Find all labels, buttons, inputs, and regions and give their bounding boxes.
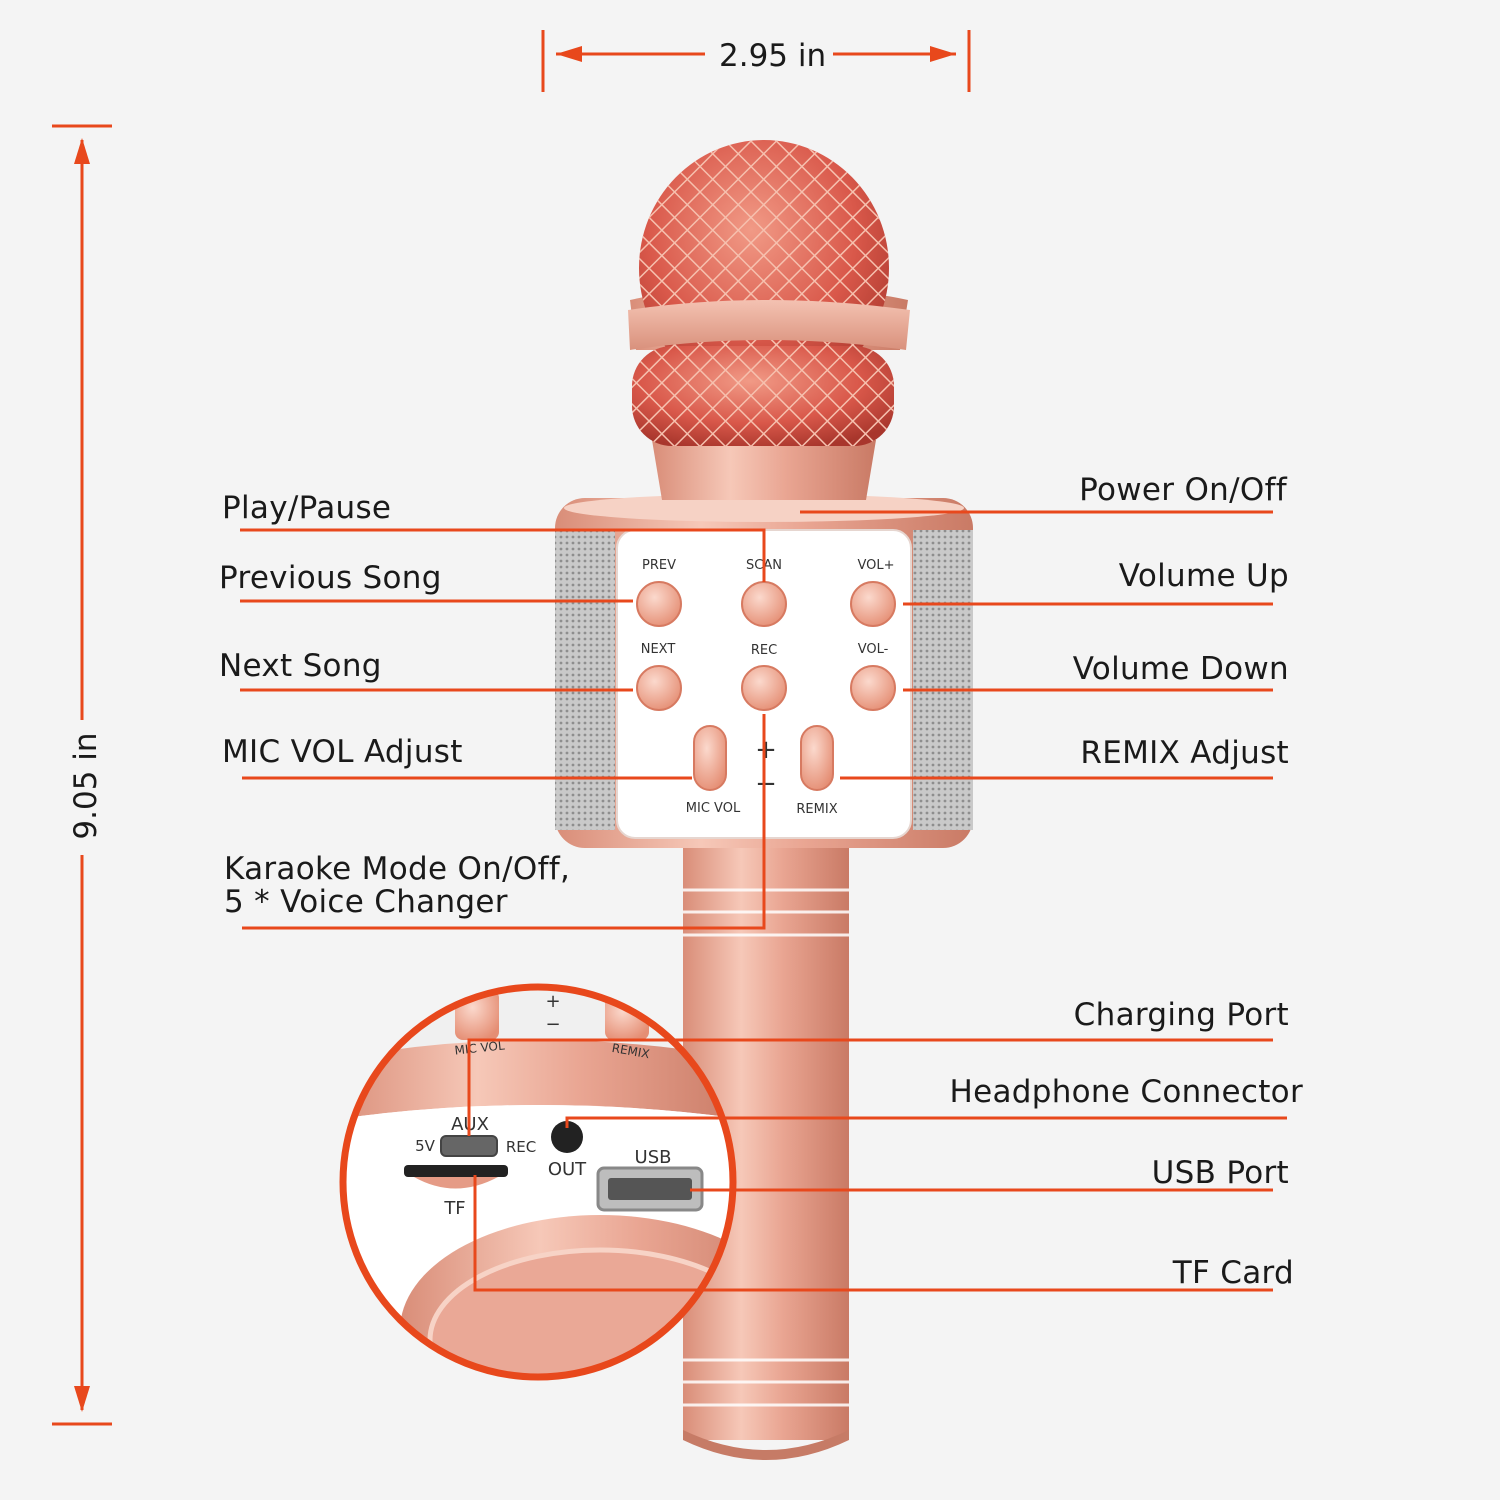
- callout-usb-port: USB Port: [1151, 1155, 1289, 1191]
- inset-rec-label: REC: [506, 1138, 536, 1156]
- rec-label: REC: [751, 643, 777, 658]
- tf-label: TF: [443, 1198, 465, 1219]
- minus-label: −: [755, 769, 777, 799]
- callout-volume-down: Volume Down: [1072, 651, 1289, 687]
- width-dimension: [541, 30, 971, 92]
- control-buttons: [636, 581, 896, 791]
- button-labels: PREV SCAN VOL+ NEXT REC VOL- MIC VOL REM…: [641, 558, 895, 817]
- inset-minus-label: −: [545, 1014, 560, 1035]
- remix-label: REMIX: [796, 802, 837, 817]
- vol-up-label: VOL+: [857, 558, 894, 573]
- port-inset: + − MIC VOL REMIX AUX 5V REC OUT USB TF: [339, 983, 737, 1381]
- 5v-label: 5V: [415, 1137, 436, 1155]
- height-dimension: [52, 124, 112, 1426]
- callout-remix-adjust: REMIX Adjust: [1080, 735, 1289, 771]
- inset-plus-label: +: [545, 991, 560, 1012]
- inset-remix-label: REMIX: [611, 1041, 651, 1061]
- vol-down-label: VOL-: [858, 642, 889, 657]
- inset-mic-vol-label: MIC VOL: [454, 1038, 506, 1057]
- callout-previous-song: Previous Song: [219, 560, 442, 596]
- width-label: 2.95 in: [713, 38, 833, 74]
- mic-vol-label: MIC VOL: [686, 801, 741, 816]
- leader-lines: [240, 510, 1287, 1292]
- prev-label: PREV: [642, 558, 676, 573]
- callout-power: Power On/Off: [1079, 472, 1287, 508]
- next-label: NEXT: [641, 642, 676, 657]
- out-label: OUT: [548, 1159, 587, 1180]
- mic-head: [628, 140, 910, 500]
- plus-label: +: [755, 735, 777, 765]
- height-label: 9.05 in: [68, 720, 104, 852]
- callout-volume-up: Volume Up: [1118, 558, 1289, 594]
- usb-label: USB: [635, 1147, 672, 1168]
- callout-mic-vol-adjust: MIC VOL Adjust: [222, 734, 463, 770]
- callout-tf-card: TF Card: [1172, 1255, 1294, 1291]
- callout-headphone: Headphone Connector: [949, 1074, 1303, 1110]
- callout-karaoke: Karaoke Mode On/Off, 5 * Voice Changer: [224, 851, 571, 920]
- callout-charging-port: Charging Port: [1073, 997, 1289, 1033]
- callout-next-song: Next Song: [219, 648, 382, 684]
- callout-play-pause: Play/Pause: [222, 490, 392, 526]
